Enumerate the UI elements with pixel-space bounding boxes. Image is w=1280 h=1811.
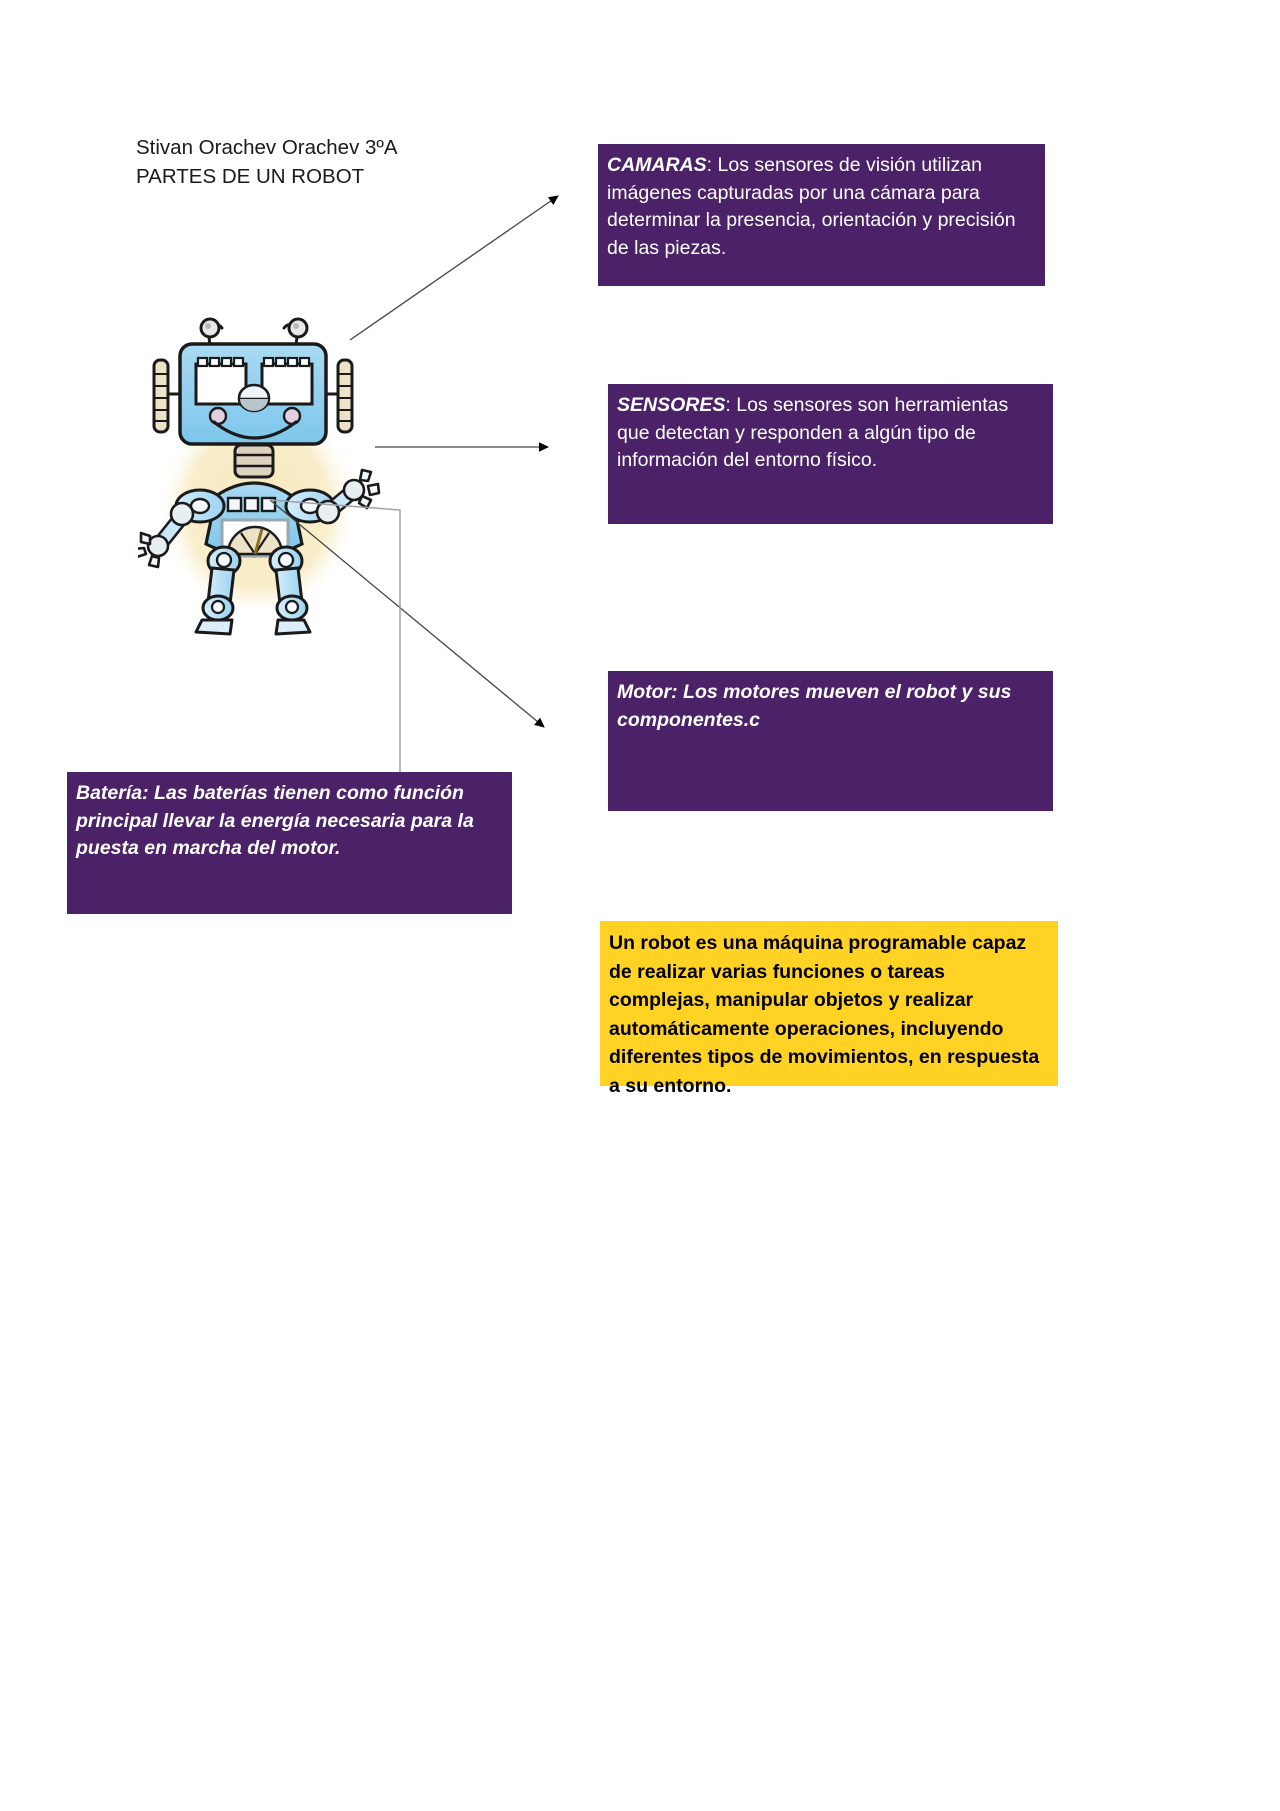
page-title: PARTES DE UN ROBOT bbox=[136, 165, 365, 188]
robot-eye-left bbox=[194, 356, 248, 406]
robot-leg-left bbox=[194, 566, 236, 636]
callout-definicion: Un robot es una máquina programable capa… bbox=[600, 921, 1058, 1097]
robot-ear-right bbox=[336, 358, 354, 434]
callout-motor-text: Motor: Los motores mueven el robot y sus… bbox=[617, 681, 1012, 731]
page-header: Stivan Orachev Orachev 3ºA PARTES DE UN … bbox=[136, 133, 398, 191]
robot-cheek-right bbox=[282, 406, 302, 426]
callout-sensores-body: Los sensores son herramientas que detect… bbox=[617, 394, 1009, 471]
callout-motor: Motor: Los motores mueven el robot y sus… bbox=[608, 671, 1053, 811]
robot-hand-left bbox=[138, 531, 161, 569]
robot-chest-buttons bbox=[226, 496, 277, 513]
robot-cheek-left bbox=[208, 406, 228, 426]
hip-bolt-right bbox=[277, 551, 295, 569]
callout-sensores-lead: SENSORES bbox=[617, 394, 726, 416]
robot-antennas bbox=[207, 323, 299, 346]
callout-camaras-lead: CAMARAS bbox=[607, 154, 707, 176]
robot-neck bbox=[233, 443, 275, 479]
robot-arm-left bbox=[138, 501, 195, 569]
robot-smile bbox=[212, 420, 298, 440]
callout-sensores-separator: : bbox=[725, 394, 737, 416]
author-line: Stivan Orachev Orachev 3ºA bbox=[136, 136, 398, 159]
callout-camaras-text: CAMARAS: Los sensores de visión utilizan… bbox=[607, 152, 1037, 262]
callout-bateria-text: Batería: Las baterías tienen como funció… bbox=[76, 782, 474, 859]
robot-ear-left bbox=[152, 358, 170, 434]
callout-bateria: Batería: Las baterías tienen como funció… bbox=[67, 772, 512, 914]
callout-sensores-text: SENSORES: Los sensores son herramientas … bbox=[617, 392, 1045, 475]
robot-eye-right bbox=[260, 356, 314, 406]
callout-camaras-separator: : bbox=[706, 154, 718, 176]
hip-bolt-left bbox=[215, 551, 233, 569]
robot-nose bbox=[237, 383, 271, 413]
callout-camaras: CAMARAS: Los sensores de visión utilizan… bbox=[598, 144, 1045, 286]
callout-sensores: SENSORES: Los sensores son herramientas … bbox=[608, 384, 1053, 524]
robot-illustration bbox=[138, 282, 388, 652]
callout-camaras-body: Los sensores de visión utilizan imágenes… bbox=[607, 154, 1016, 259]
antenna-bulb-left-shine bbox=[205, 323, 211, 329]
callout-definicion-text: Un robot es una máquina programable capa… bbox=[609, 932, 1040, 1097]
antenna-bulb-right-shine bbox=[293, 323, 299, 329]
